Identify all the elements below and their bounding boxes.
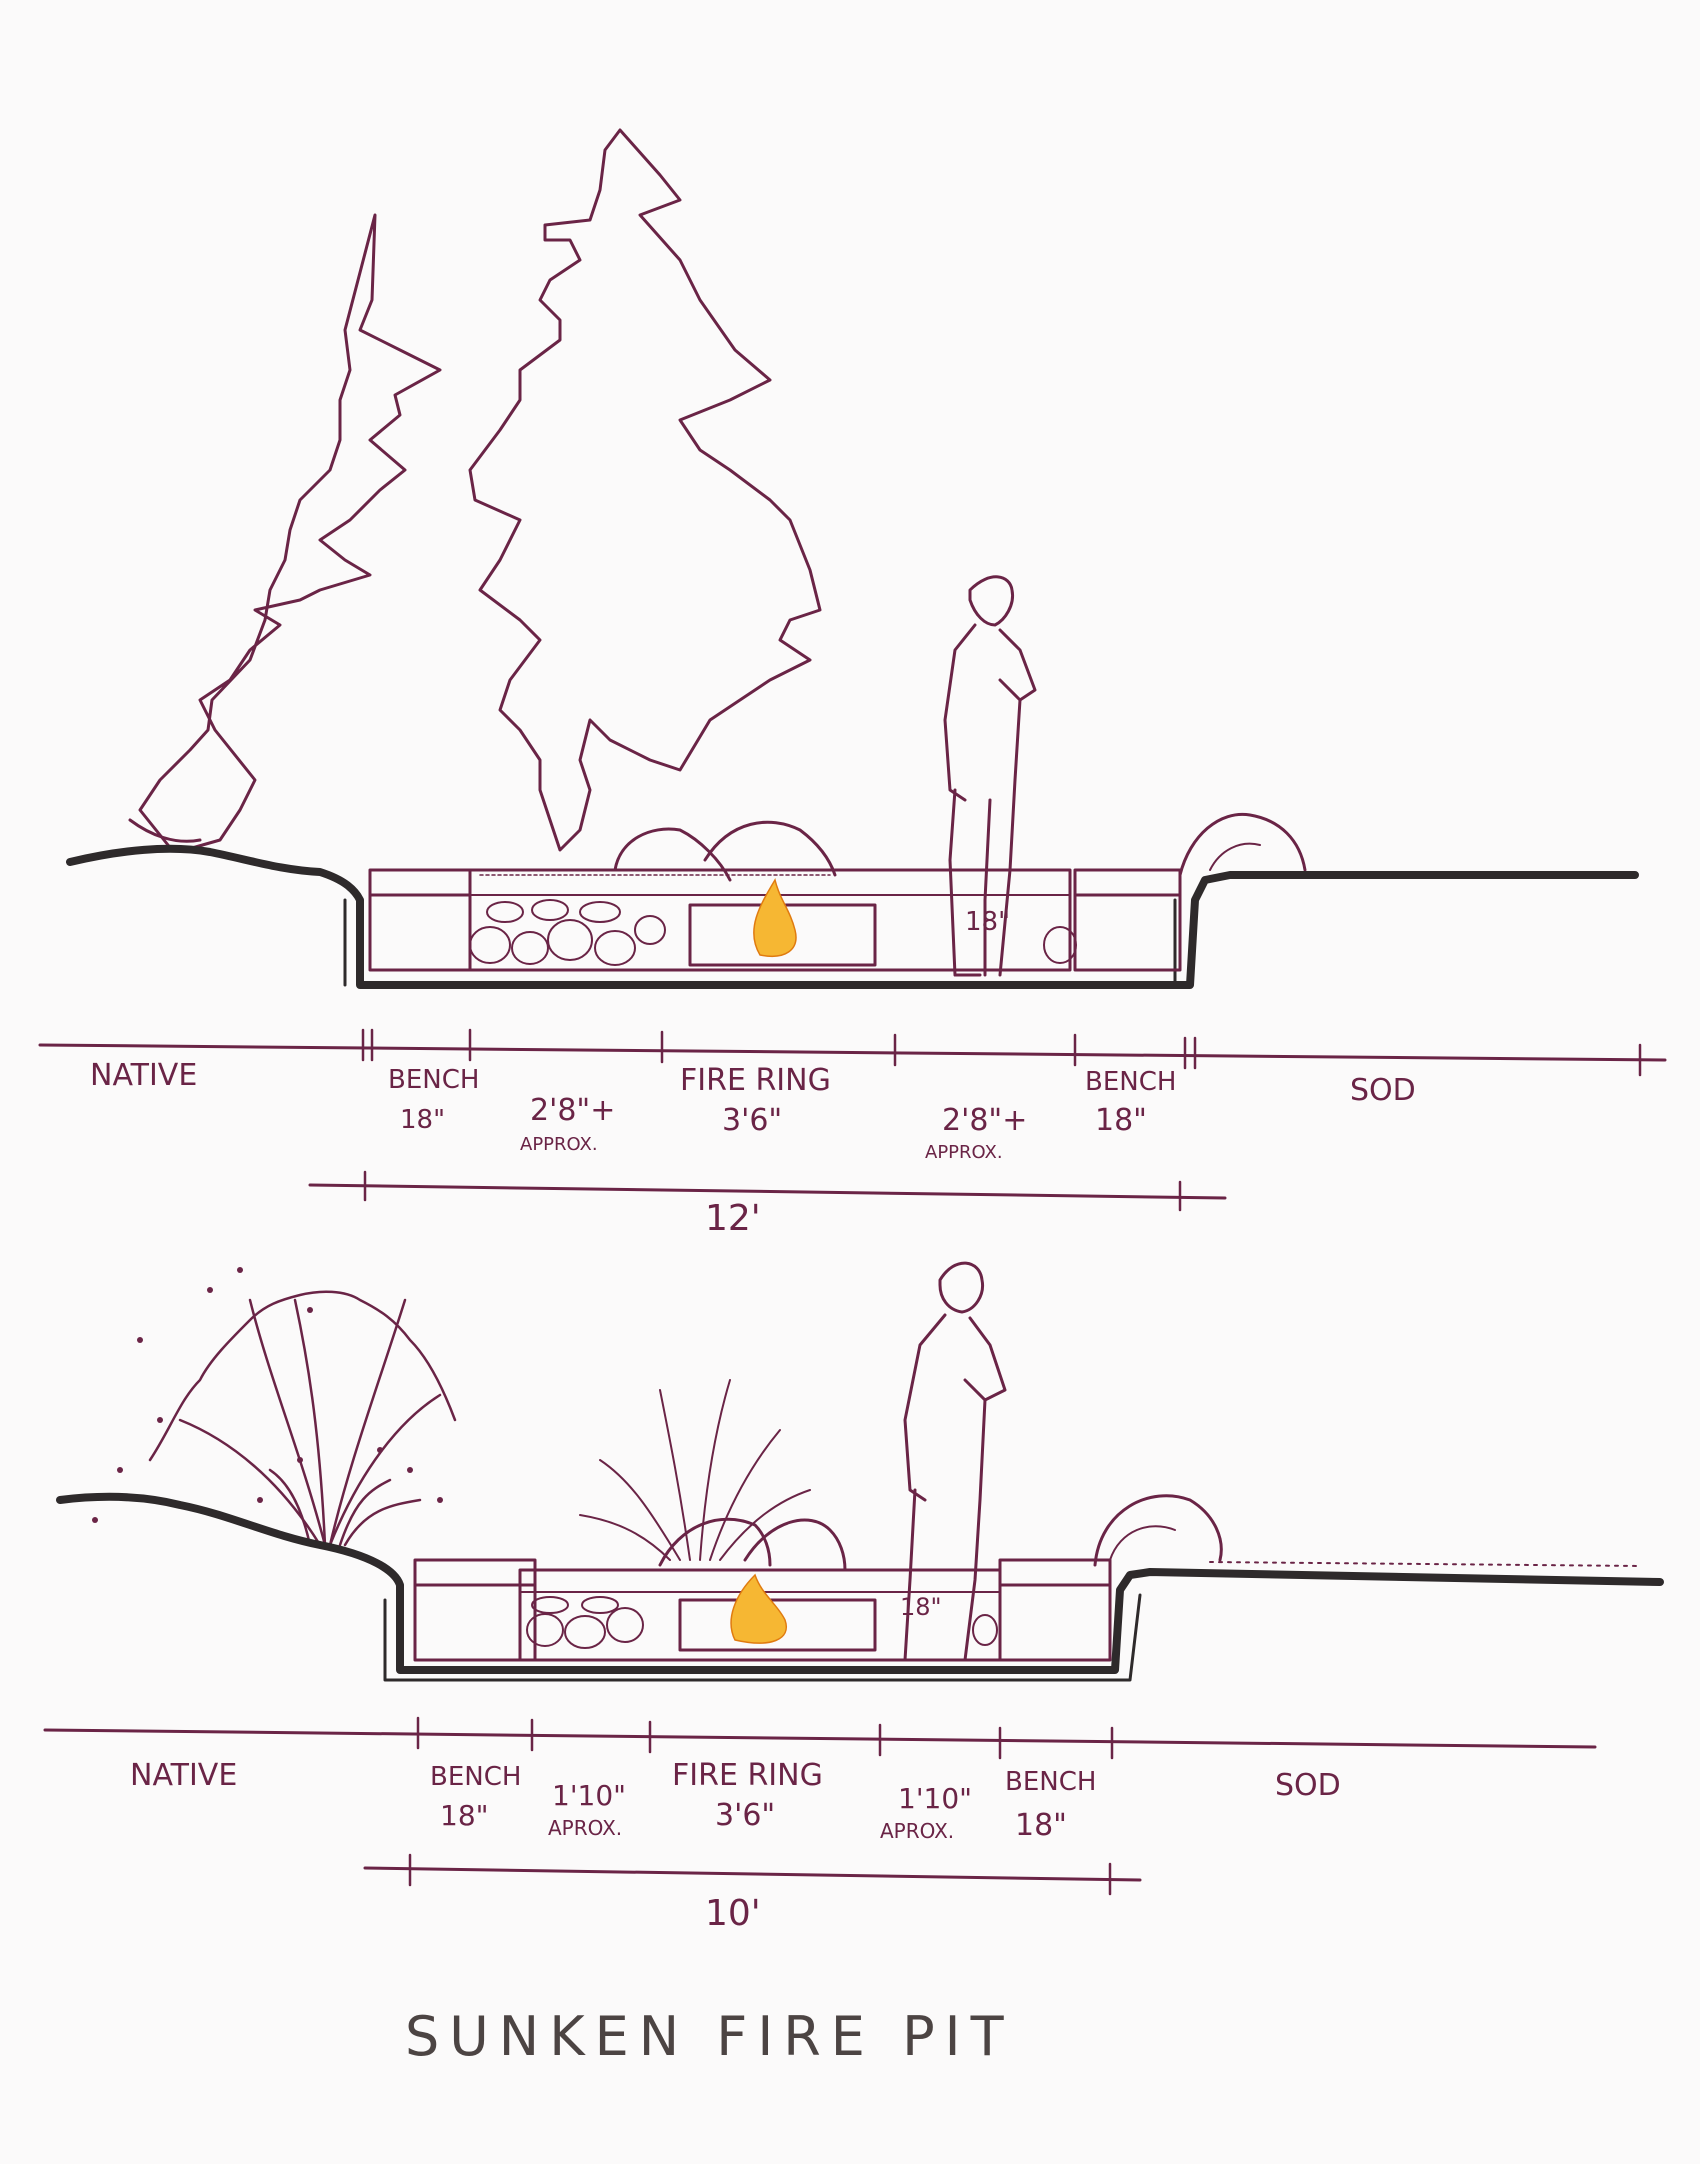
lower-fire-ring-label: FIRE RING — [672, 1758, 823, 1793]
lower-sod-texture — [1209, 1561, 1641, 1567]
upper-boulder-left — [613, 827, 732, 882]
lower-overall-label: 10' — [705, 1893, 761, 1934]
lower-bench-right-label: BENCH — [1005, 1767, 1096, 1797]
lower-bench-left-size: 18" — [440, 1799, 489, 1832]
lower-bench-right-size: 18" — [1015, 1808, 1067, 1843]
lower-bench-left-label: BENCH — [430, 1762, 521, 1792]
drawing-title: SUNKEN FIRE PIT — [405, 2005, 1014, 2068]
lower-boulder-right — [1093, 1494, 1223, 1567]
upper-fire-ring-label: FIRE RING — [680, 1063, 831, 1098]
lower-fire-ring — [518, 1568, 1002, 1662]
lower-gap-left-note: APROX. — [548, 1816, 622, 1840]
lower-fire-ring-size: 3'6" — [715, 1798, 775, 1833]
upper-native-label: NATIVE — [90, 1058, 197, 1093]
lower-gap-right-label: 1'10" — [898, 1782, 972, 1815]
upper-bench-left-size: 18" — [400, 1105, 445, 1135]
upper-bench-right-label: BENCH — [1085, 1067, 1176, 1097]
lower-bench-height-label: 18" — [900, 1593, 942, 1621]
upper-bench-height-label: 18" — [965, 907, 1010, 937]
upper-sod-label: SOD — [1350, 1073, 1416, 1108]
upper-section: 18" NATIVE BENCH 18" 2'8"+ APPROX. FIRE … — [38, 128, 1667, 1239]
lower-dimension-line — [43, 1728, 1597, 1749]
lower-grass-cluster — [579, 1379, 811, 1561]
upper-gap-right-note: APPROX. — [925, 1142, 1003, 1163]
lower-gap-right-note: APROX. — [880, 1819, 954, 1843]
lower-native-label: NATIVE — [130, 1758, 237, 1793]
right-evergreen-tree — [468, 128, 822, 852]
upper-boulder-right — [1178, 812, 1307, 877]
upper-gap-left-note: APPROX. — [520, 1134, 598, 1155]
upper-bench-right-size: 18" — [1095, 1103, 1147, 1138]
lower-bench-left — [413, 1558, 537, 1662]
lower-boulder-left — [658, 1517, 772, 1567]
upper-gap-left-label: 2'8"+ — [530, 1093, 615, 1128]
grass-seed-dots — [92, 1267, 443, 1523]
upper-flame — [753, 878, 797, 957]
upper-bench-left-label: BENCH — [388, 1065, 479, 1095]
lower-ground-native — [56, 1492, 1664, 1674]
lower-gap-left-label: 1'10" — [552, 1779, 626, 1812]
upper-ground-native — [66, 844, 1639, 989]
ornamental-grass-left — [148, 1290, 457, 1547]
lower-flame — [730, 1573, 788, 1644]
upper-gap-right-label: 2'8"+ — [942, 1103, 1027, 1138]
lower-bench-right — [998, 1558, 1112, 1662]
lower-section: 18" NATIVE BENCH 18" 1'10" APROX. FIRE R… — [43, 1261, 1664, 1934]
upper-standing-person — [943, 575, 1037, 977]
upper-overall-label: 12' — [705, 1198, 761, 1239]
upper-bench-left — [368, 868, 472, 972]
lower-overall-dimension — [363, 1866, 1142, 1882]
lower-sod-label: SOD — [1275, 1768, 1341, 1803]
upper-fire-ring-size: 3'6" — [722, 1103, 782, 1138]
upper-dimension-line — [38, 1043, 1667, 1062]
upper-overall-dimension — [308, 1183, 1227, 1200]
left-evergreen-tree — [138, 213, 442, 852]
upper-bench-right — [1073, 868, 1182, 972]
upper-fire-ring — [468, 868, 1077, 972]
